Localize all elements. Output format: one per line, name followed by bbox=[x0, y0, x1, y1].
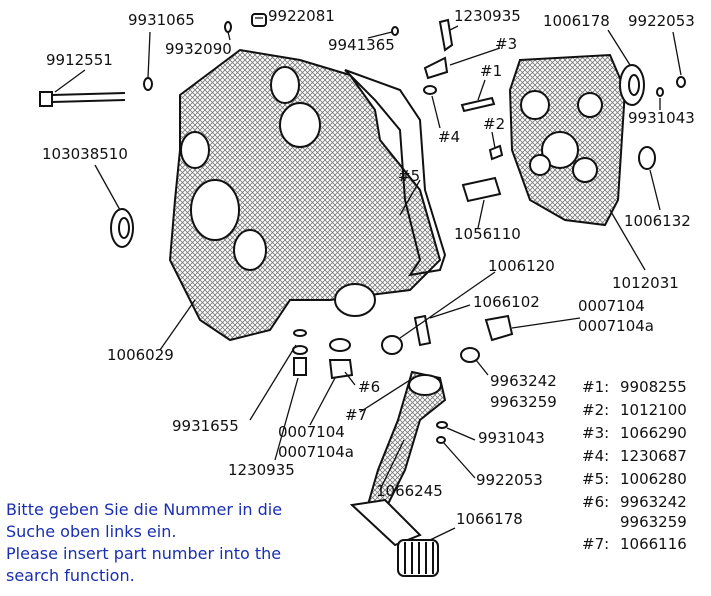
side-cover bbox=[508, 53, 627, 227]
leader-lines bbox=[54, 17, 682, 541]
label-hash1: #1 bbox=[480, 62, 503, 80]
label-103038510: 103038510 bbox=[42, 145, 128, 163]
note-english-line2: search function. bbox=[6, 566, 135, 585]
kickstart-lever bbox=[349, 370, 447, 547]
housing-bores bbox=[180, 66, 376, 317]
label-1230935-bottom: 1230935 bbox=[228, 461, 295, 479]
label-1230935-top: 1230935 bbox=[454, 7, 521, 25]
label-9922053-bottom: 9922053 bbox=[476, 471, 543, 489]
legend-row: 9963259 bbox=[620, 513, 687, 531]
note-english-line1: Please insert part number into the bbox=[6, 544, 282, 563]
label-hash6: #6 bbox=[358, 378, 381, 396]
label-1006029: 1006029 bbox=[107, 346, 174, 364]
oil-seal-small bbox=[638, 146, 656, 170]
label-9931655: 9931655 bbox=[172, 417, 239, 435]
legend-row: #3:1066290 bbox=[582, 424, 687, 442]
legend-row: #1:9908255 bbox=[582, 378, 687, 396]
label-0007104-right: 0007104 bbox=[578, 297, 645, 315]
label-1006132: 1006132 bbox=[624, 212, 691, 230]
label-9931065: 9931065 bbox=[128, 11, 195, 29]
small-parts-top bbox=[143, 13, 686, 203]
legend-row: #2:1012100 bbox=[582, 401, 687, 419]
label-1056110: 1056110 bbox=[454, 225, 521, 243]
label-9931043-top: 9931043 bbox=[628, 109, 695, 127]
label-hash5: #5 bbox=[398, 167, 421, 185]
label-0007104a-bottom: 0007104a bbox=[278, 443, 354, 461]
label-9922053-top: 9922053 bbox=[628, 12, 695, 30]
legend-row: #4:1230687 bbox=[582, 447, 687, 465]
label-9941365: 9941365 bbox=[328, 36, 395, 54]
label-9922081: 9922081 bbox=[268, 7, 335, 25]
label-hash7: #7 bbox=[345, 406, 368, 424]
oil-seal-left bbox=[110, 208, 134, 248]
pedal-rubber bbox=[397, 539, 439, 577]
oil-seal-right bbox=[619, 64, 645, 106]
label-1066102: 1066102 bbox=[473, 293, 540, 311]
note-german-line1: Bitte geben Sie die Nummer in die bbox=[6, 500, 283, 519]
label-1006120: 1006120 bbox=[488, 257, 555, 275]
small-parts-bottom bbox=[292, 314, 514, 444]
label-9912551: 9912551 bbox=[46, 51, 113, 69]
legend-row: #6:9963242 bbox=[582, 493, 687, 511]
long-bolt bbox=[39, 91, 126, 107]
label-9963259: 9963259 bbox=[490, 393, 557, 411]
label-9963242: 9963242 bbox=[490, 372, 557, 390]
label-9932090: 9932090 bbox=[165, 40, 232, 58]
label-0007104-bottom: 0007104 bbox=[278, 423, 345, 441]
legend-row: #5:1006280 bbox=[582, 470, 687, 488]
label-9931043-bottom: 9931043 bbox=[478, 429, 545, 447]
label-1006178: 1006178 bbox=[543, 12, 610, 30]
label-1012031: 1012031 bbox=[612, 274, 679, 292]
label-hash4: #4 bbox=[438, 128, 461, 146]
label-1066178: 1066178 bbox=[456, 510, 523, 528]
label-0007104a-right: 0007104a bbox=[578, 317, 654, 335]
label-1066245: 1066245 bbox=[376, 482, 443, 500]
legend-row: #7:1066116 bbox=[582, 535, 687, 553]
label-hash3: #3 bbox=[495, 35, 518, 53]
note-german-line2: Suche oben links ein. bbox=[6, 522, 177, 541]
gasket bbox=[344, 69, 447, 277]
label-hash2: #2 bbox=[483, 115, 506, 133]
